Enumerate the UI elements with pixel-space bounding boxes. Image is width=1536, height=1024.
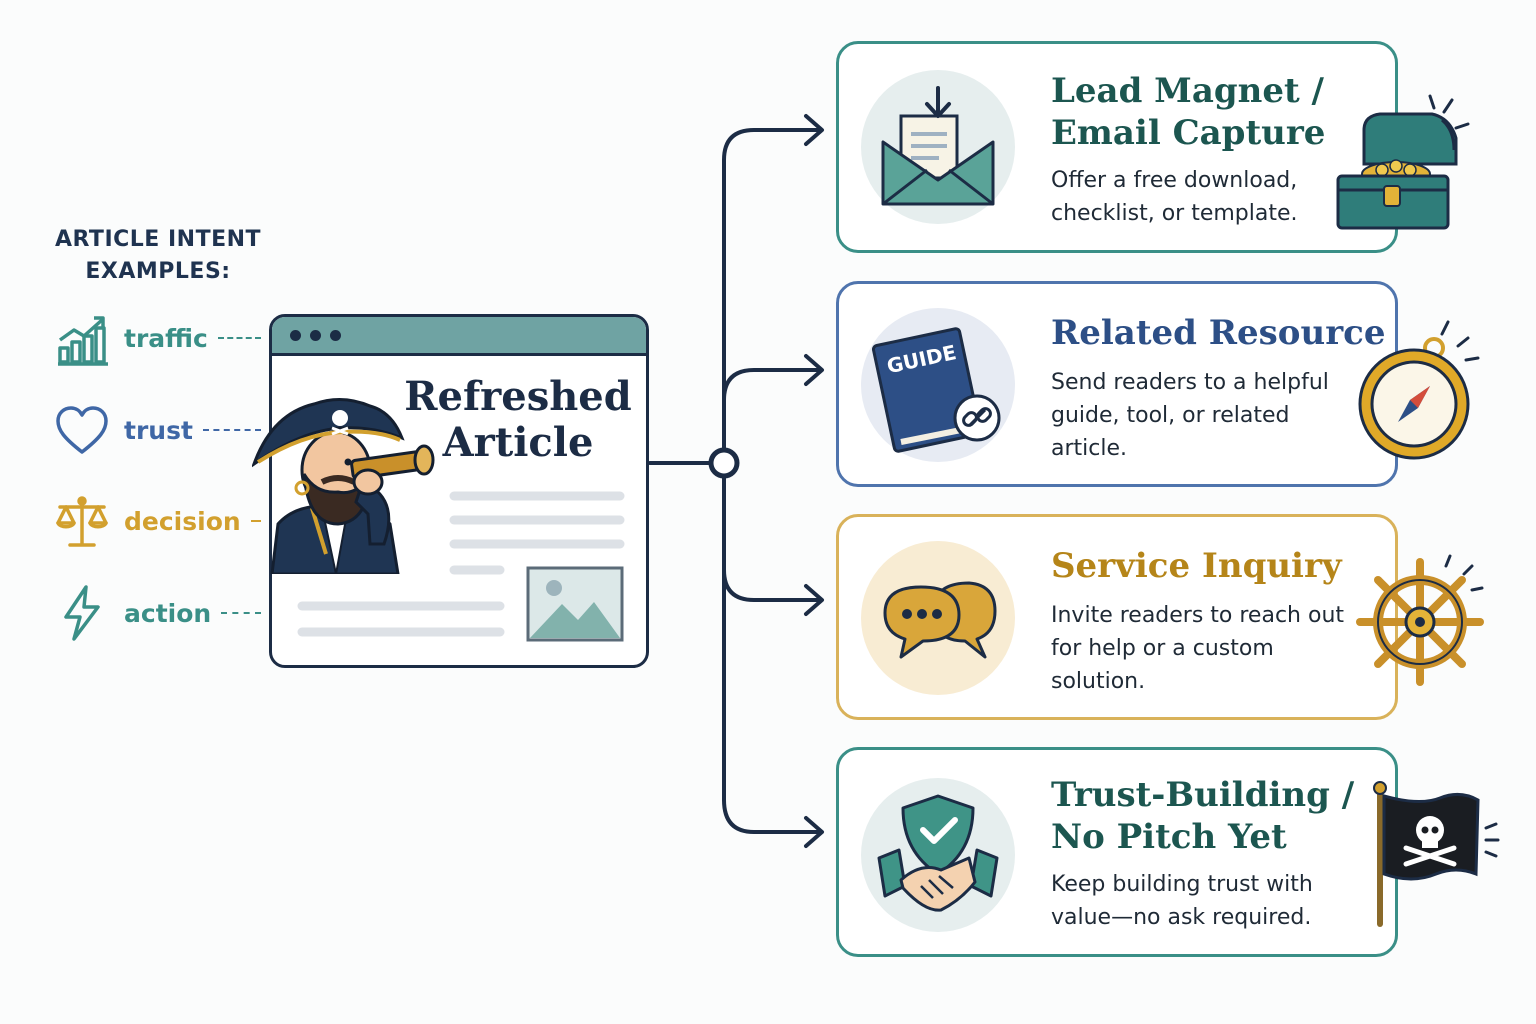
intent-trust: trust <box>52 400 267 460</box>
growth-chart-icon <box>52 308 112 368</box>
option-card-related-resource: GUIDE Related Resource Send readers to a… <box>836 281 1398 487</box>
intent-heading-line2: EXAMPLES: <box>85 259 231 284</box>
option-card-trust-building: Trust-Building / No Pitch Yet Keep build… <box>836 747 1398 957</box>
option-title-line2: No Pitch Yet <box>1051 817 1287 857</box>
chat-bubbles-icon <box>861 541 1015 695</box>
intent-decision: decision <box>52 491 267 551</box>
connector-dash <box>217 337 261 339</box>
article-title-line2: Article <box>442 419 594 466</box>
ship-wheel-icon <box>1354 552 1490 692</box>
guide-book-icon: GUIDE <box>861 308 1015 462</box>
option-title: Trust-Building / No Pitch Yet <box>1051 774 1354 858</box>
option-title-line1: Trust-Building / <box>1051 775 1355 815</box>
option-description: Invite readers to reach out for help or … <box>1051 603 1345 694</box>
treasure-chest-icon <box>1330 90 1480 240</box>
balance-scale-icon <box>52 491 112 551</box>
intent-heading: ARTICLE INTENT EXAMPLES: <box>40 224 276 288</box>
connector-dash <box>202 429 261 431</box>
intent-label: decision <box>124 506 241 536</box>
option-title-line1: Lead Magnet / <box>1051 71 1324 111</box>
option-card-lead-magnet: Lead Magnet / Email Capture Offer a free… <box>836 41 1398 253</box>
article-body-lines <box>297 491 625 642</box>
option-description: Offer a free download, checklist, or tem… <box>1051 168 1298 226</box>
option-title: Service Inquiry <box>1051 545 1342 587</box>
intent-heading-line1: ARTICLE INTENT <box>54 227 262 252</box>
intent-label: traffic <box>124 323 208 353</box>
intent-label: trust <box>124 415 193 445</box>
connector-dash <box>221 612 261 614</box>
article-title-line1: Refreshed <box>404 373 632 420</box>
connector-dash <box>250 520 261 522</box>
option-title-line2: Email Capture <box>1051 113 1326 153</box>
window-dot <box>330 329 341 341</box>
option-title: Lead Magnet / Email Capture <box>1051 70 1325 154</box>
option-description: Keep building trust with value—no ask re… <box>1051 872 1313 930</box>
option-title-line1: Related Resource <box>1051 313 1386 353</box>
option-title-line1: Service Inquiry <box>1051 546 1342 586</box>
intent-label: action <box>124 598 212 628</box>
heart-icon <box>52 400 112 460</box>
image-icon <box>526 566 624 642</box>
browser-title-bar <box>272 317 646 356</box>
option-description: Send readers to a helpful guide, tool, o… <box>1051 370 1329 461</box>
intent-action: action <box>52 583 267 643</box>
lightning-bolt-icon <box>52 583 112 643</box>
flow-connector <box>648 114 824 848</box>
junction-node <box>708 447 740 479</box>
intent-traffic: traffic <box>52 308 267 368</box>
envelope-download-icon <box>861 70 1015 224</box>
pirate-flag-icon <box>1370 778 1500 928</box>
window-dot <box>310 329 321 341</box>
option-card-service-inquiry: Service Inquiry Invite readers to reach … <box>836 514 1398 720</box>
pirate-mascot-icon <box>252 384 442 574</box>
article-title: Refreshed Article <box>404 374 632 466</box>
option-title: Related Resource <box>1051 312 1385 354</box>
window-dot <box>290 329 301 341</box>
compass-icon <box>1348 312 1488 462</box>
shield-handshake-icon <box>861 778 1015 932</box>
